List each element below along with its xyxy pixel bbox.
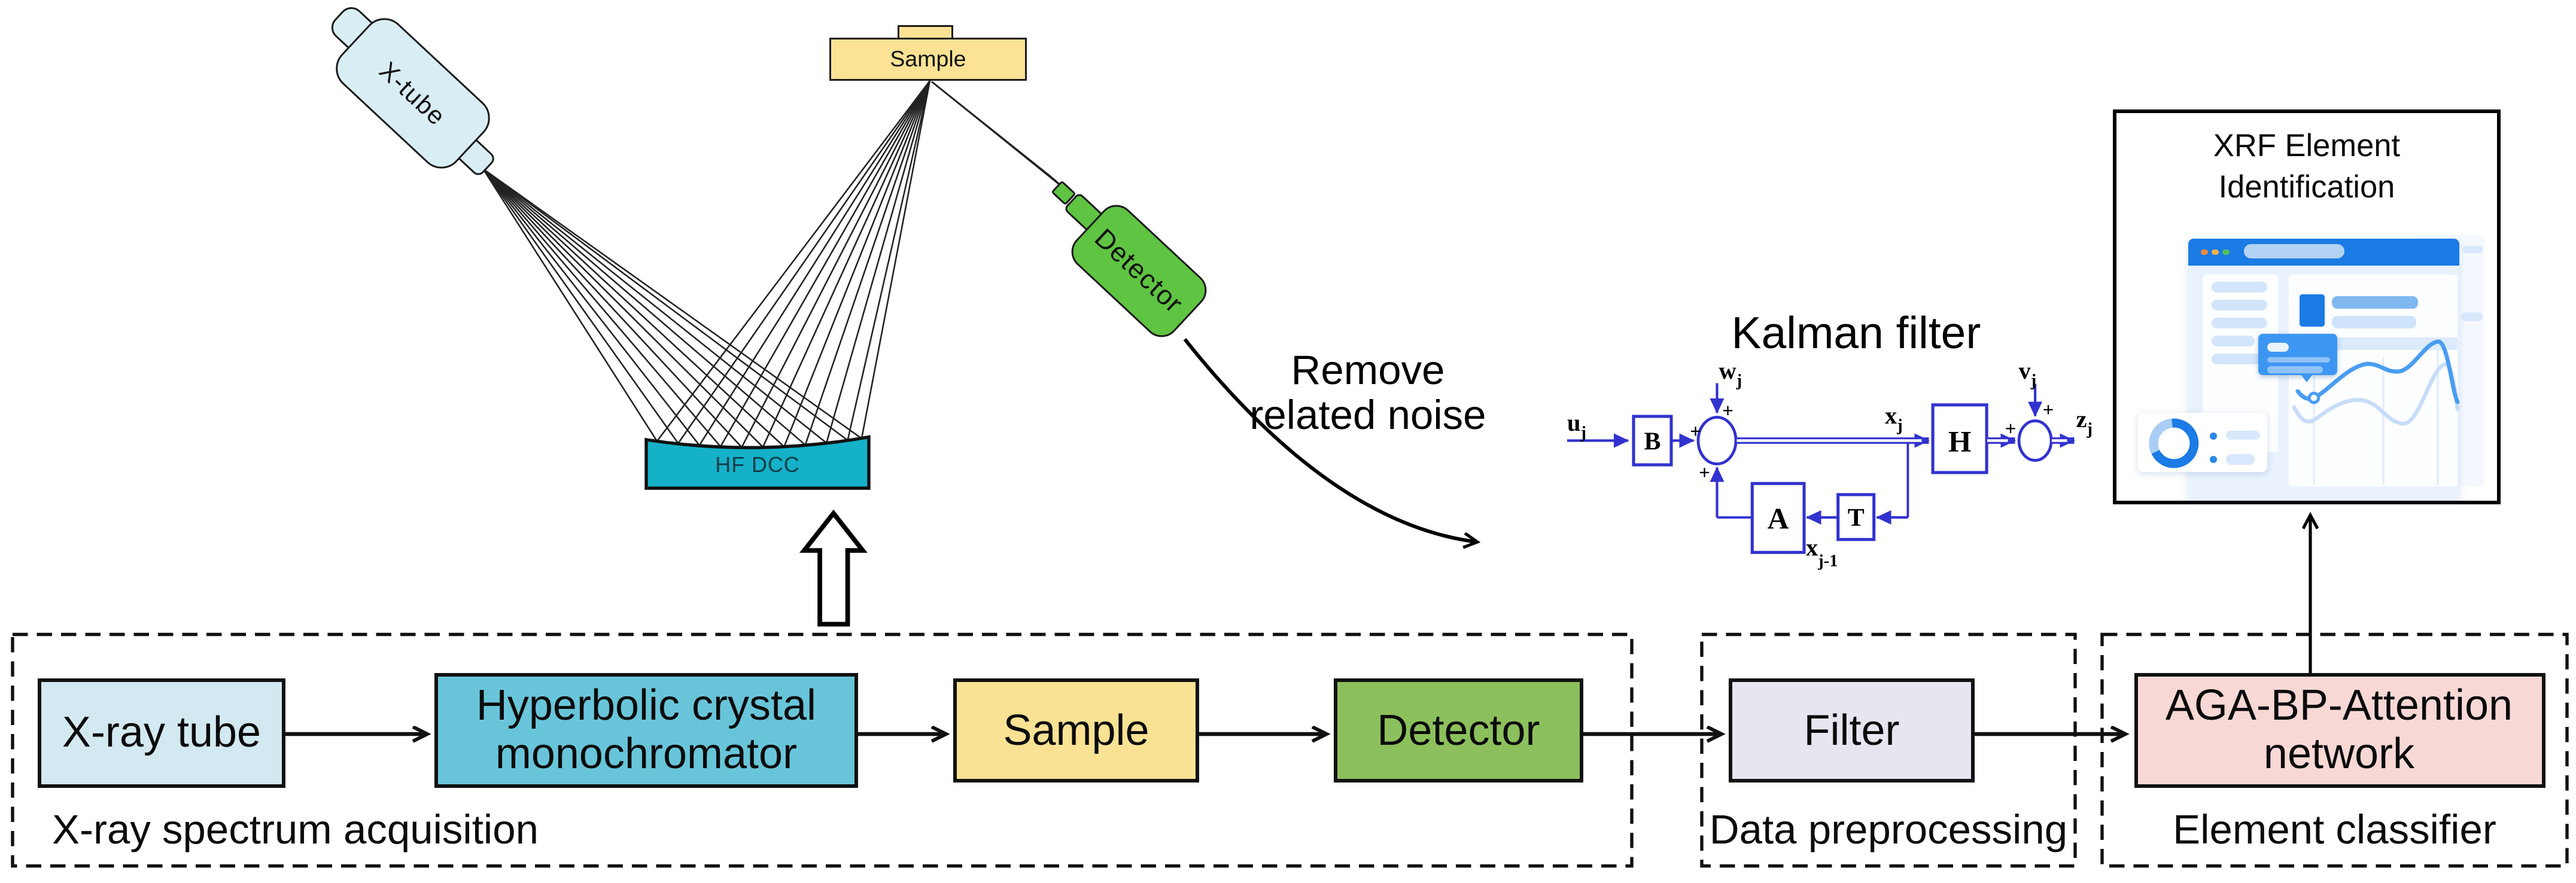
kalman-var-x-prev: xj-1 [1806,534,1838,571]
kalman-plus-2: + [1722,401,1733,422]
stage2-caption: Data preprocessing [1709,806,2068,852]
illu-donut-chart [2149,418,2199,468]
kalman-var-u: uj [1567,409,1586,442]
illu-tooltip-pointer [2301,375,2312,382]
kalman-var-w: wj [1719,357,1742,390]
illu-tooltip-pill-2 [2266,356,2329,363]
remove-noise-line2: related noise [1249,391,1486,438]
flow-box-monochromator: Hyperbolic crystal monochromator [434,673,858,788]
xray-rays-dcc-to-sample [656,80,931,448]
stage1-caption: X-ray spectrum acquisition [52,806,539,852]
illu-sidebar-pill-5 [2212,352,2262,364]
flow-box-detector-label: Detector [1377,706,1540,755]
remove-noise-arrow [1183,338,1477,542]
illu-sidebar-pill-4 [2212,334,2255,346]
illu-header-pill-1 [2332,295,2418,309]
illu-sidebar-pill-1 [2212,281,2267,292]
flow-box-aga-line1: AGA-BP-Attention [2165,682,2513,730]
illu-header-pill-2 [2332,316,2416,328]
illu-dot-green [2222,248,2230,255]
sample-3d-label: Sample [890,47,966,72]
illu-legend-pill-1 [2225,430,2260,441]
flow-box-monochromator-line1: Hyperbolic crystal [476,682,817,730]
flow-box-filter-label: Filter [1803,706,1900,755]
illu-back-pill-2 [2461,312,2483,321]
kalman-var-v: vj [2019,357,2037,390]
flow-box-xray-tube: X-ray tube [38,678,285,788]
flow-box-xray-tube-label: X-ray tube [62,709,261,758]
illu-dot-orange [2201,248,2208,255]
kalman-block-H: H [1948,425,1972,458]
xrf-panel-title: XRF Element Identification [2116,126,2497,208]
illu-legend-pill-2 [2225,453,2255,464]
illu-back-pill-1 [2463,245,2483,253]
kalman-plus-3: + [1699,462,1710,484]
illu-wave-marker [2307,391,2320,404]
illu-dot-amber [2212,248,2219,255]
kalman-plus-4: + [2005,419,2017,440]
illu-header-square [2300,294,2325,327]
remove-noise-note: Remove related noise [1224,348,1511,438]
flow-box-aga-network: AGA-BP-Attention network [2133,673,2545,788]
illu-tooltip-pill-3 [2266,366,2323,373]
kalman-filter-title: Kalman filter [1731,309,1981,359]
kalman-var-x: xj [1885,402,1903,435]
flow-box-monochromator-line2: monochromator [495,730,798,779]
kalman-block-T: T [1848,504,1865,532]
stage-dashed-borders [11,632,2569,868]
flow-box-filter: Filter [1729,678,1975,782]
kalman-var-z: zj [2076,406,2093,439]
sample-3d-box: Sample [829,38,1027,81]
illu-sidebar-pill-2 [2212,299,2267,310]
illu-tooltip-pill-1 [2266,342,2289,351]
xrf-dashboard-illustration [2113,109,2501,504]
flow-box-detector: Detector [1334,678,1583,782]
hf-dcc-label: HF DCC [715,452,799,477]
block-up-arrow [799,509,868,627]
flow-box-sample-label: Sample [1003,706,1149,755]
kalman-block-A: A [1768,503,1789,535]
xray-rays-sample-to-detector [931,81,1073,196]
xray-rays-tube-to-dcc [482,168,862,448]
illu-sidebar-pill-3 [2212,316,2267,328]
kalman-block-B: B [1644,428,1660,456]
stage2-dashed-box [1700,632,2077,868]
flow-box-aga-line2: network [2263,730,2415,779]
illu-search-pill [2244,244,2344,259]
hf-dcc-crystal [644,435,871,490]
illu-wave-light [2292,362,2460,426]
stage3-caption: Element classifier [2173,806,2496,852]
kalman-plus-5: + [2043,400,2054,421]
kalman-plus-1: + [1690,421,1701,443]
illu-legend-dot-2 [2210,455,2218,463]
remove-noise-line1: Remove [1291,346,1445,393]
kalman-filter-diagram: B H T A uj wj xj vj zj xj-1 + + + + + [1567,357,2093,571]
xrf-title-line1: XRF Element [2213,127,2401,163]
stage1-dashed-box [11,632,1634,868]
stage3-dashed-box [2100,632,2569,868]
illu-line-chart [2292,339,2460,485]
xrf-title-line2: Identification [2218,169,2395,205]
illu-donut-light-segment [2149,418,2173,453]
illu-legend-dot-1 [2210,431,2218,440]
flow-box-sample: Sample [953,678,1199,782]
